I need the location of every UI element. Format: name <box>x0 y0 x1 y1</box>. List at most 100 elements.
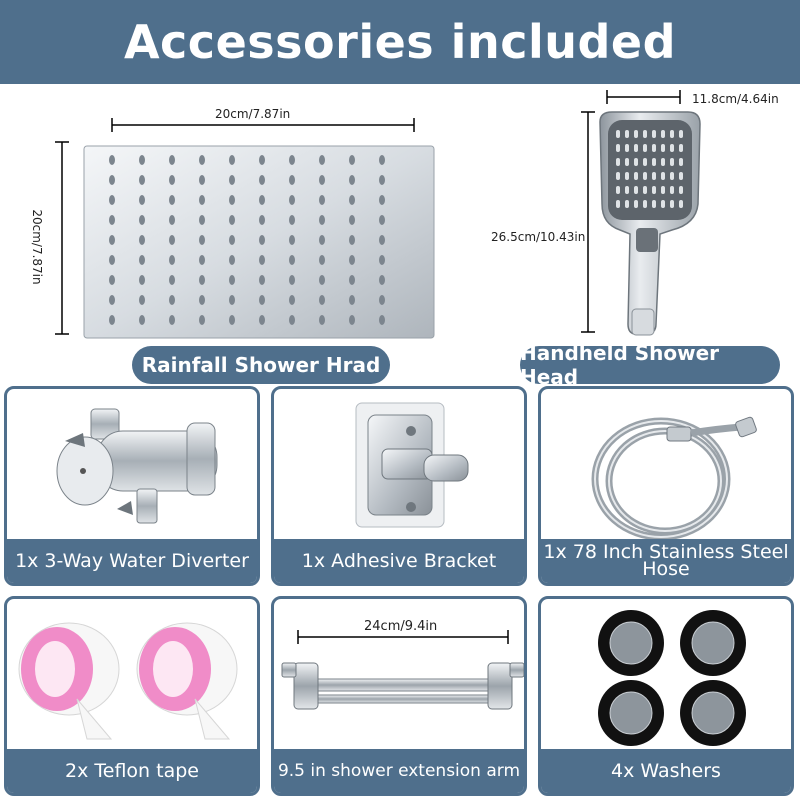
nozzle-icon <box>109 175 115 185</box>
nozzle-icon <box>379 155 385 165</box>
nozzle-icon <box>319 155 325 165</box>
nozzle-icon <box>229 295 235 305</box>
spray-hole-icon <box>625 186 629 194</box>
handheld-label: Handheld Shower Head <box>520 341 780 389</box>
spray-hole-icon <box>616 130 620 138</box>
nozzle-icon <box>259 175 265 185</box>
nozzle-icon <box>139 255 145 265</box>
nozzle-icon <box>289 255 295 265</box>
spray-hole-icon <box>643 130 647 138</box>
washer-mesh-icon <box>609 621 653 665</box>
spray-hole-icon <box>670 144 674 152</box>
rainfall-shower-head-image <box>55 118 435 339</box>
card-washers: 4x Washers <box>538 596 794 796</box>
nozzle-icon <box>379 295 385 305</box>
nozzle-icon <box>109 275 115 285</box>
spray-hole-icon <box>634 144 638 152</box>
washers-caption: 4x Washers <box>541 749 791 793</box>
washers-image <box>598 610 746 746</box>
nozzle-icon <box>169 195 175 205</box>
nozzle-icon <box>379 255 385 265</box>
spray-hole-icon <box>634 158 638 166</box>
card-diverter: 1x 3-Way Water Diverter <box>4 386 260 586</box>
spray-hole-icon <box>679 200 683 208</box>
spray-hole-icon <box>616 158 620 166</box>
nozzle-icon <box>199 215 205 225</box>
nozzle-icon <box>139 195 145 205</box>
nozzle-icon <box>139 295 145 305</box>
spray-hole-icon <box>661 130 665 138</box>
hose-image <box>591 416 757 541</box>
spray-hole-icon <box>625 158 629 166</box>
spray-hole-icon <box>652 144 656 152</box>
spray-hole-icon <box>679 186 683 194</box>
card-bracket: 1x Adhesive Bracket <box>271 386 527 586</box>
spray-hole-icon <box>679 158 683 166</box>
rainfall-height-dim: 20cm/7.87in <box>30 209 44 285</box>
rainfall-label: Rainfall Shower Hrad <box>132 346 390 384</box>
nozzle-icon <box>349 155 355 165</box>
spray-hole-icon <box>661 186 665 194</box>
spray-hole-icon <box>670 200 674 208</box>
nozzle-icon <box>169 155 175 165</box>
nozzle-icon <box>319 175 325 185</box>
spray-hole-icon <box>643 172 647 180</box>
nozzle-icon <box>259 255 265 265</box>
title-banner: Accessories included <box>0 0 800 84</box>
diverter-caption: 1x 3-Way Water Diverter <box>7 539 257 583</box>
nozzle-icon <box>199 235 205 245</box>
nozzle-icon <box>349 215 355 225</box>
nozzle-icon <box>259 275 265 285</box>
nozzle-icon <box>169 295 175 305</box>
teflon-caption: 2x Teflon tape <box>7 749 257 793</box>
nozzle-icon <box>319 235 325 245</box>
spray-hole-icon <box>625 130 629 138</box>
spray-hole-icon <box>679 130 683 138</box>
nozzle-icon <box>379 195 385 205</box>
spray-hole-icon <box>652 158 656 166</box>
nozzle-icon <box>109 195 115 205</box>
nozzle-icon <box>289 215 295 225</box>
bracket-image <box>355 402 469 528</box>
spray-hole-icon <box>634 186 638 194</box>
nozzle-icon <box>199 275 205 285</box>
spray-hole-icon <box>670 186 674 194</box>
nozzle-icon <box>349 255 355 265</box>
spray-hole-icon <box>679 172 683 180</box>
nozzle-icon <box>319 195 325 205</box>
nozzle-icon <box>199 315 205 325</box>
nozzle-icon <box>199 155 205 165</box>
nozzle-icon <box>139 235 145 245</box>
spray-hole-icon <box>661 200 665 208</box>
spray-hole-icon <box>643 144 647 152</box>
nozzle-icon <box>289 295 295 305</box>
spray-hole-icon <box>670 172 674 180</box>
card-teflon: 2x Teflon tape <box>4 596 260 796</box>
nozzle-icon <box>379 175 385 185</box>
nozzle-icon <box>289 155 295 165</box>
extension-arm-dim: 24cm/9.4in <box>364 619 438 634</box>
nozzle-icon <box>169 275 175 285</box>
card-extension-arm: 24cm/9.4in 9.5 in shower extension arm <box>271 596 527 796</box>
nozzle-icon <box>229 255 235 265</box>
spray-hole-icon <box>625 144 629 152</box>
spray-hole-icon <box>670 158 674 166</box>
nozzle-icon <box>379 275 385 285</box>
nozzle-icon <box>289 195 295 205</box>
nozzle-icon <box>139 315 145 325</box>
handheld-height-dim: 26.5cm/10.43in <box>491 230 586 244</box>
spray-hole-icon <box>661 144 665 152</box>
nozzle-icon <box>169 175 175 185</box>
nozzle-icon <box>379 235 385 245</box>
extension-arm-caption: 9.5 in shower extension arm <box>274 749 524 793</box>
nozzle-icon <box>349 175 355 185</box>
nozzle-icon <box>319 255 325 265</box>
nozzle-icon <box>259 155 265 165</box>
nozzle-icon <box>109 255 115 265</box>
spray-hole-icon <box>616 186 620 194</box>
washer-mesh-icon <box>691 691 735 735</box>
nozzle-icon <box>109 295 115 305</box>
nozzle-icon <box>289 275 295 285</box>
card-hose: 1x 78 Inch Stainless Steel Hose <box>538 386 794 586</box>
nozzle-icon <box>229 195 235 205</box>
